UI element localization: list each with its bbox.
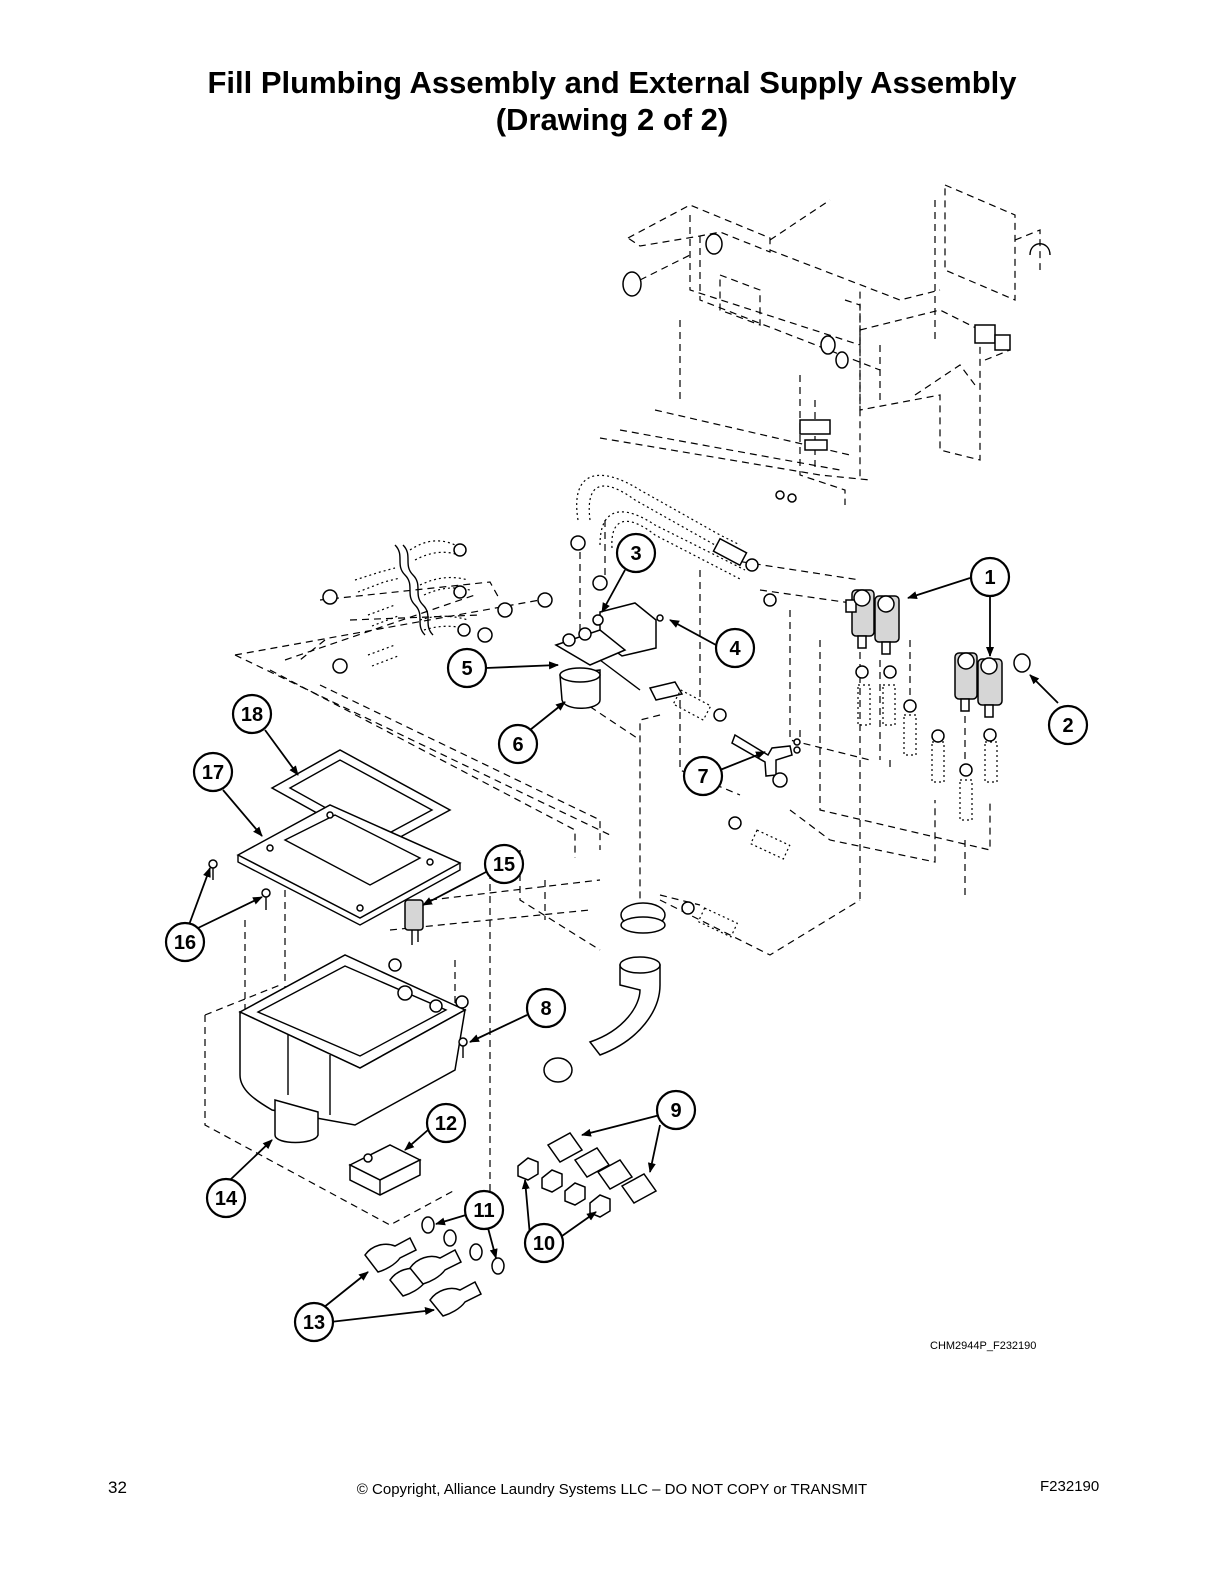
callout-9-label: 9 [670, 1100, 681, 1122]
callout-18-label: 18 [241, 704, 263, 726]
callout-1-label: 1 [984, 567, 995, 589]
drawing-code: CHM2944P_F232190 [930, 1340, 1037, 1352]
lower-hoses [543, 816, 791, 1083]
callout-3-label: 3 [630, 543, 641, 565]
valve-hoses [855, 665, 998, 821]
o-rings [421, 1216, 505, 1275]
hoses-with-breaks [322, 540, 553, 674]
nuts [517, 1157, 611, 1218]
callout-15-label: 15 [493, 854, 515, 876]
elbow-fittings [364, 1236, 483, 1317]
callout-12: 12 [425, 1102, 467, 1144]
tubes [546, 1132, 658, 1204]
page-number: 32 [108, 1478, 127, 1497]
callout-5-label: 5 [461, 658, 472, 680]
water-valve-lower [954, 652, 1031, 718]
block [348, 1144, 422, 1196]
dispenser-tank [204, 890, 469, 1226]
cover-plate [236, 804, 462, 926]
callout-18: 18 [231, 693, 273, 735]
machine-frame-phantom [599, 184, 1051, 505]
callout-13-label: 13 [303, 1312, 325, 1334]
callout-11-label: 11 [473, 1200, 494, 1222]
callout-4: 4 [714, 627, 756, 669]
callout-7-label: 7 [697, 766, 708, 788]
callout-4-label: 4 [729, 638, 741, 660]
callout-6-label: 6 [512, 734, 523, 756]
loop-hoses [570, 474, 777, 607]
callout-7: 7 [682, 755, 724, 797]
callout-3: 3 [615, 532, 657, 574]
callout-14-label: 14 [215, 1188, 238, 1210]
water-valve-upper [845, 589, 900, 655]
callout-8-label: 8 [540, 998, 551, 1020]
callout-8: 8 [525, 987, 567, 1029]
callout-6: 6 [497, 723, 539, 765]
callout-10-label: 10 [533, 1233, 555, 1255]
document-code: F232190 [1040, 1478, 1100, 1495]
sensor-probe [404, 899, 424, 945]
title-line-1: Fill Plumbing Assembly and External Supp… [207, 65, 1017, 100]
callout-5: 5 [446, 647, 488, 689]
callout-1: 1 [969, 556, 1011, 598]
callout-13: 13 [293, 1301, 335, 1343]
callout-17: 17 [192, 751, 234, 793]
callout-10: 10 [523, 1222, 565, 1264]
callout-16: 16 [164, 921, 206, 963]
callout-9: 9 [655, 1089, 697, 1131]
title-line-2: (Drawing 2 of 2) [495, 102, 729, 137]
callout-15: 15 [483, 843, 525, 885]
copyright-notice: © Copyright, Alliance Laundry Systems LL… [356, 1481, 868, 1498]
screw-8 [458, 1037, 468, 1058]
callout-17-label: 17 [202, 762, 224, 784]
callout-2: 2 [1047, 704, 1089, 746]
leader-arrows [185, 569, 1059, 1323]
callout-11: 11 [463, 1189, 505, 1231]
callout-14: 14 [205, 1177, 247, 1219]
callout-2-label: 2 [1062, 715, 1073, 737]
callout-16-label: 16 [174, 932, 196, 954]
screws [208, 859, 271, 910]
filter-housing-assembly [554, 602, 727, 722]
callout-12-label: 12 [435, 1113, 457, 1135]
